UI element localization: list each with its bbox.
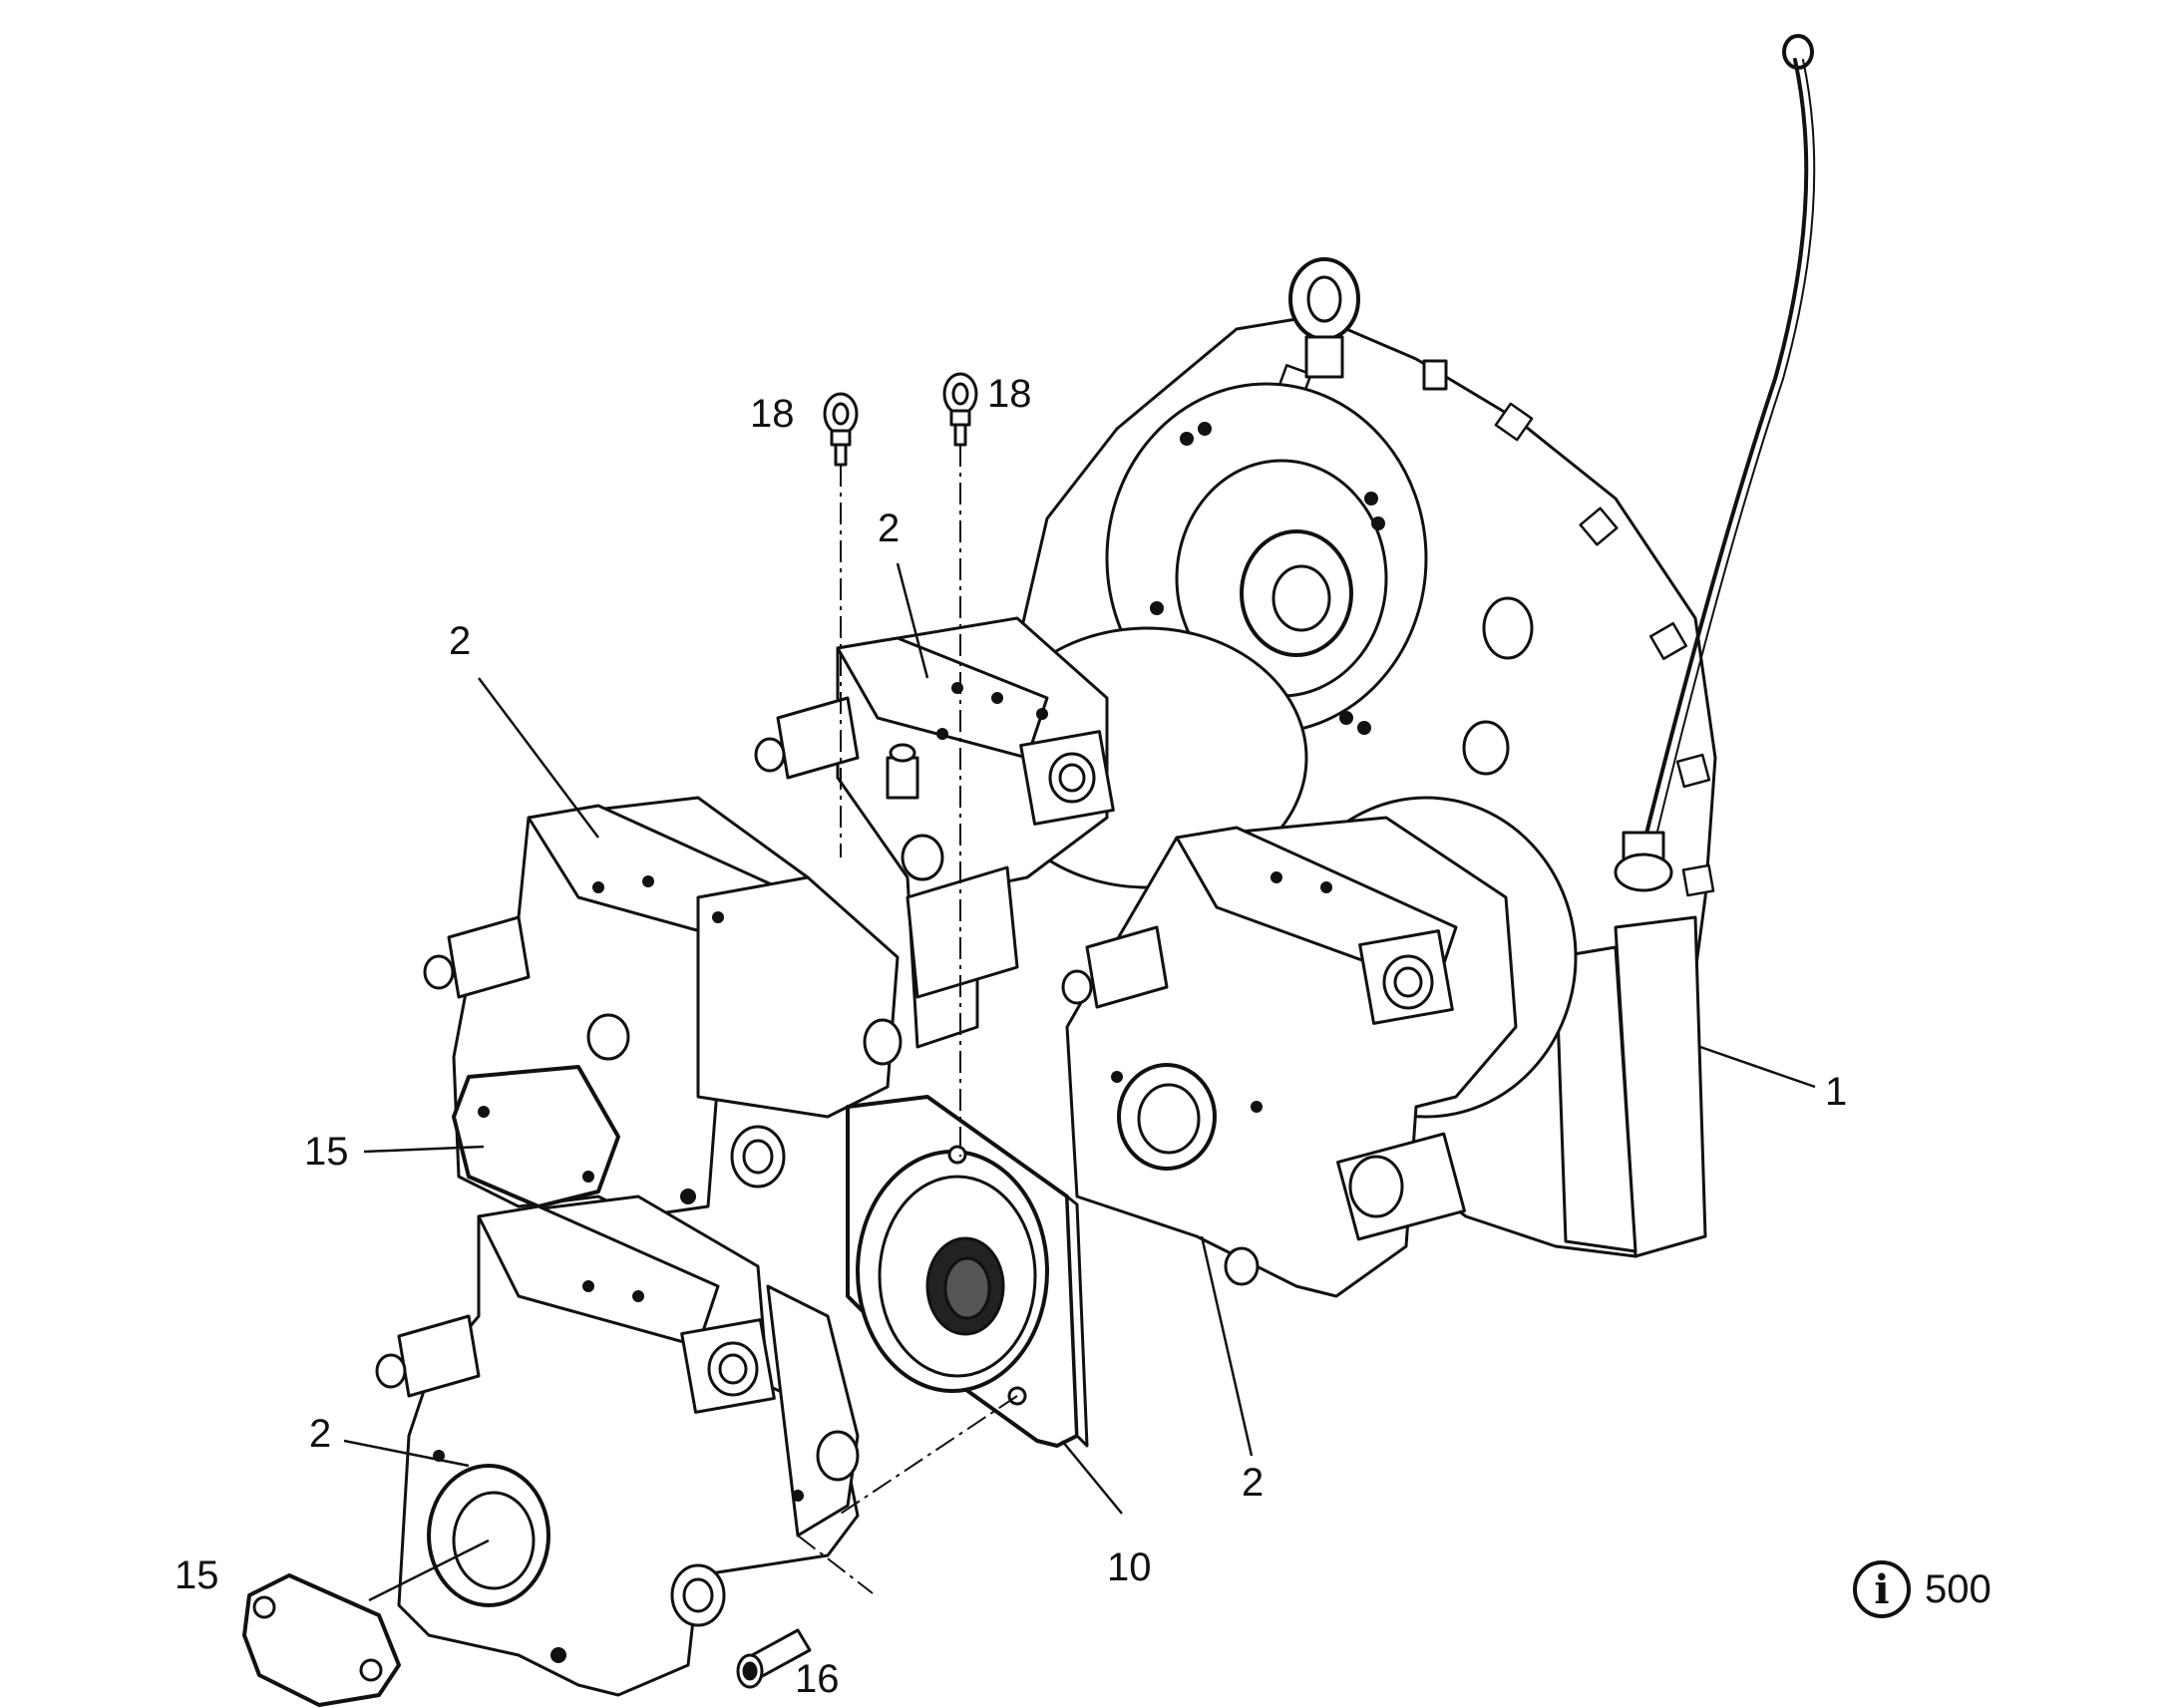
leader-15-upper [363, 1145, 485, 1154]
callout-2-upper-center: 2 [878, 507, 901, 550]
callout-2-lower-right: 2 [1242, 1461, 1265, 1505]
callout-2-upper-left: 2 [449, 619, 472, 663]
callout-15-upper: 15 [304, 1130, 349, 1174]
info-reference-number: 500 [1925, 1566, 1992, 1611]
cover-plate-loose [242, 1573, 401, 1707]
adapter-plate [846, 1095, 1089, 1448]
cap-screw [736, 1628, 812, 1689]
leader-2-lower-right [1200, 1235, 1254, 1457]
leader-2-upper-center [896, 562, 929, 679]
info-reference: i 500 [1853, 1560, 1992, 1618]
hydraulic-pump-upper-center [754, 616, 1115, 1049]
leader-10 [1061, 1440, 1123, 1515]
centerline-screw [797, 1535, 874, 1594]
hydraulic-pump-upper-left [423, 796, 903, 1218]
callout-2-lower-left: 2 [309, 1412, 332, 1456]
callout-18-right: 18 [987, 372, 1032, 416]
callout-10: 10 [1107, 1545, 1152, 1589]
callout-18-left: 18 [750, 392, 795, 436]
hydraulic-pump-lower-left [375, 1195, 860, 1697]
callout-15-lower: 15 [175, 1553, 219, 1597]
leader-2-upper-left [478, 677, 599, 839]
leader-1 [1699, 1045, 1816, 1089]
hydraulic-pump-lower-right [1061, 816, 1518, 1298]
centerline-plate-to-pump [837, 1395, 1018, 1517]
callout-16: 16 [795, 1657, 840, 1701]
eye-bolt-left [823, 392, 859, 467]
info-circle-icon: i [1853, 1560, 1911, 1618]
eye-bolt-right [942, 372, 978, 447]
callout-1: 1 [1825, 1070, 1848, 1114]
leader-15-lower [368, 1538, 490, 1602]
leader-2-lower-left [343, 1439, 470, 1468]
